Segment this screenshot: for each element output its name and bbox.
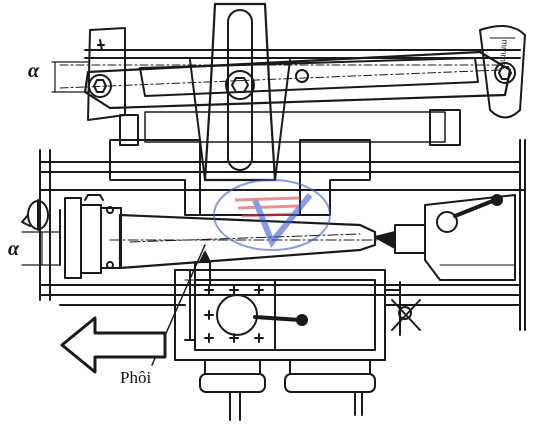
alpha-dimension-marks [21, 61, 89, 266]
arrow-left-icon [60, 316, 167, 374]
rotation-arrow-icon [21, 199, 49, 231]
bottom-handwheels [199, 359, 376, 421]
headstock-chuck [59, 194, 122, 279]
cutting-tool [184, 251, 211, 341]
workpiece-taper [109, 213, 396, 270]
apron-plate [194, 279, 421, 351]
alpha-label-left: α [8, 238, 20, 260]
tailstock [374, 194, 516, 281]
workpiece-label: Phôi [120, 368, 152, 387]
taper-attachment [59, 25, 526, 146]
alpha-label-top: α [28, 60, 40, 82]
watermark-logo [213, 179, 331, 251]
cross-slide-arm [189, 2, 291, 182]
lathe-bed [39, 139, 526, 331]
